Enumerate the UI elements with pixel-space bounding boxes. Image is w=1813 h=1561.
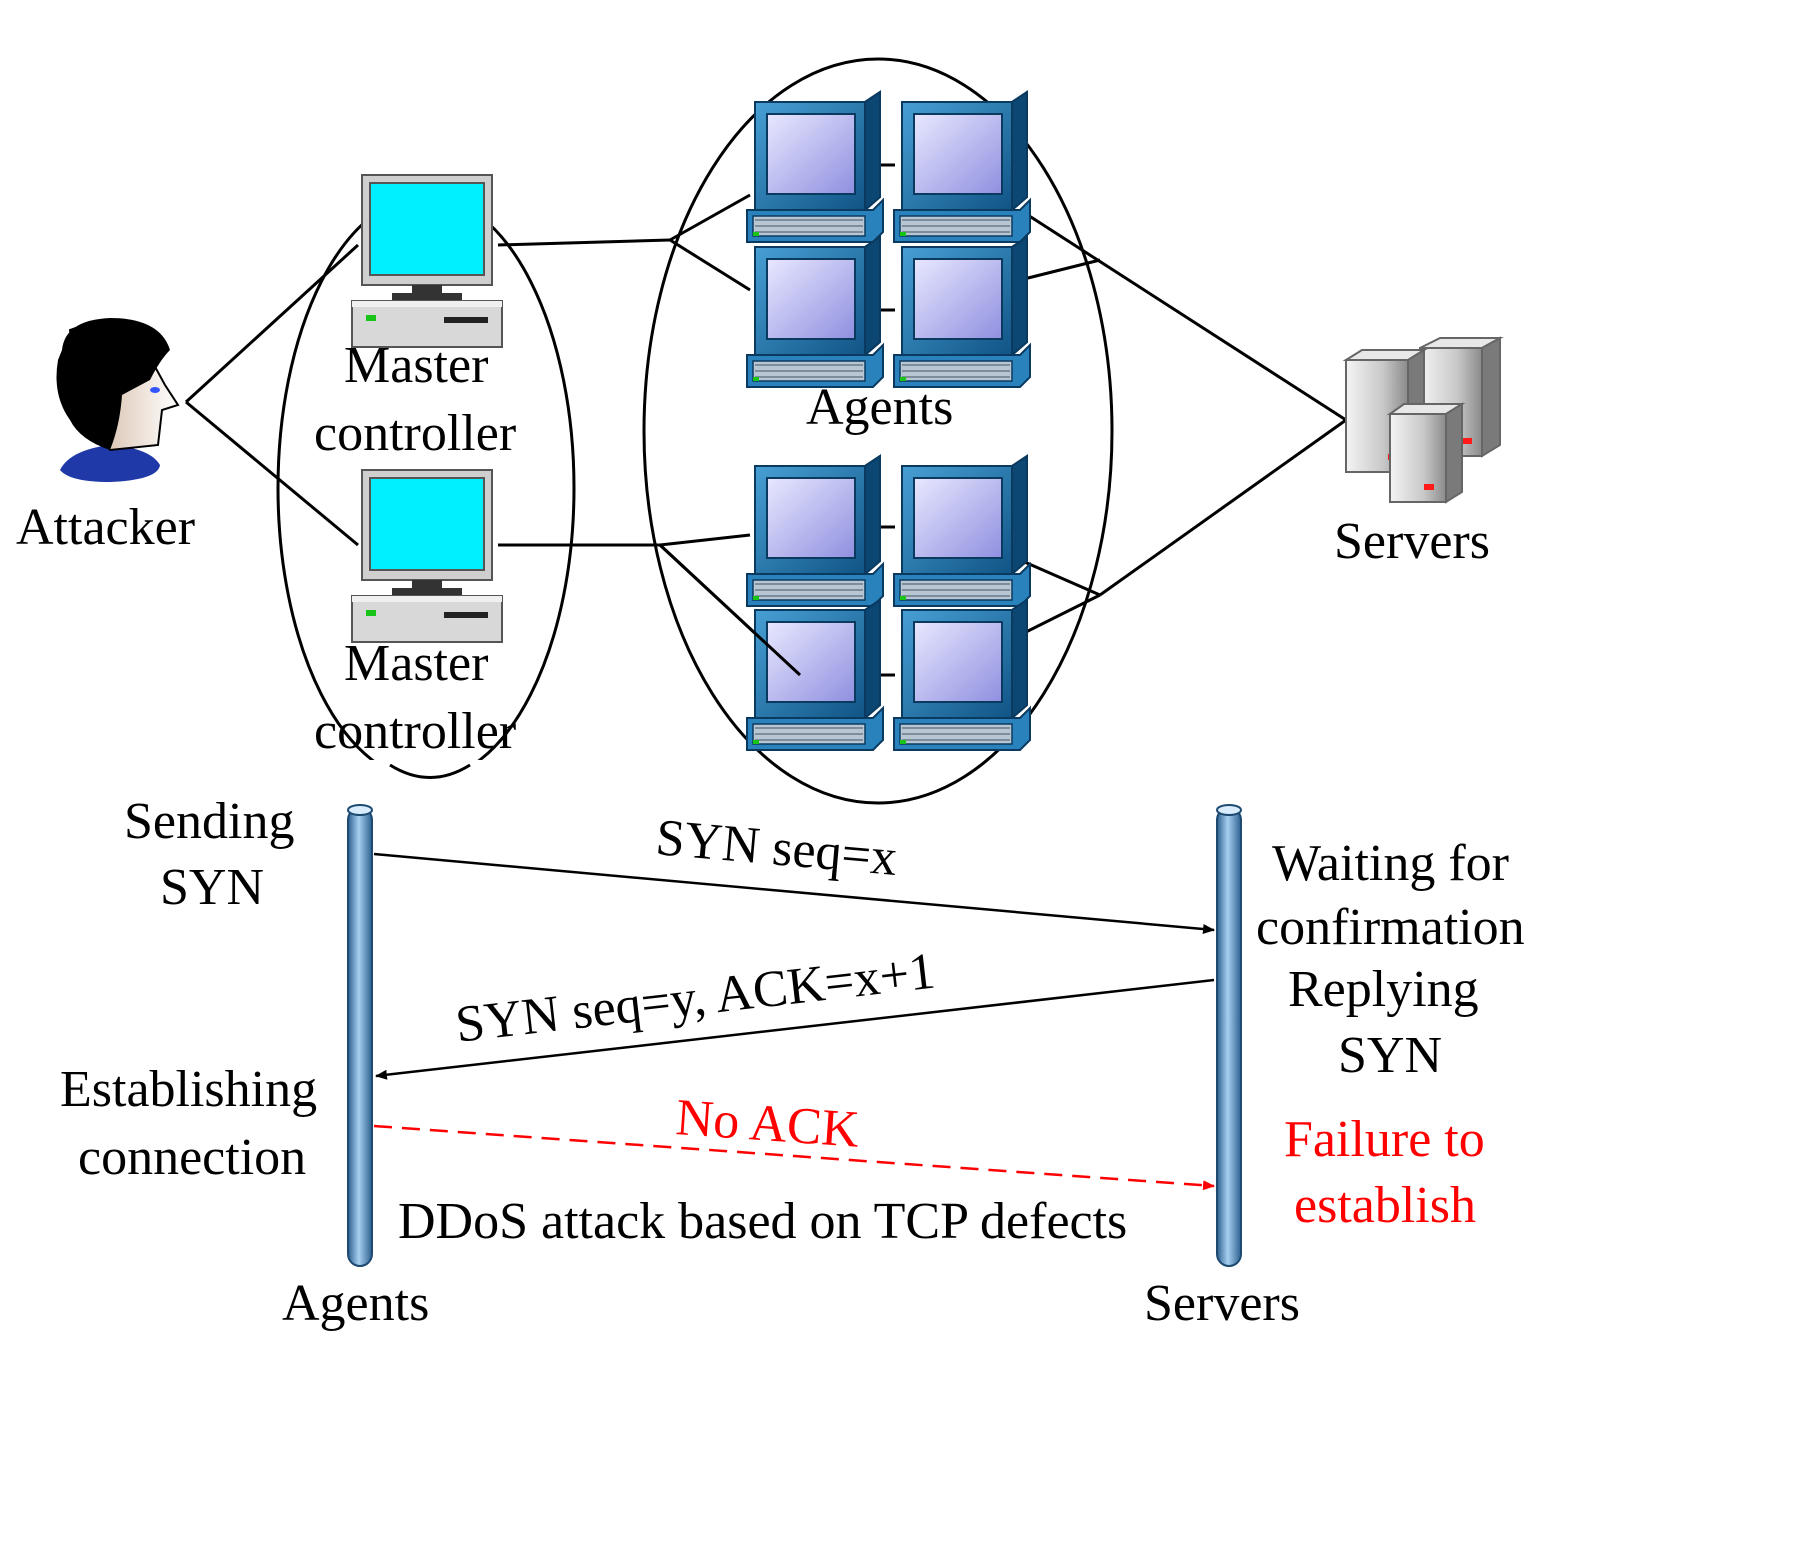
agent-computer-icon bbox=[893, 91, 1031, 243]
master-controller-icon-top bbox=[351, 174, 503, 348]
failure-label-line2: establish bbox=[1294, 1177, 1476, 1234]
agent-computer-icon bbox=[746, 91, 884, 243]
no-ack-message-label: No ACK bbox=[674, 1089, 862, 1159]
agents-lifeline bbox=[347, 804, 373, 1267]
master-controller-label-bottom-line2: controller bbox=[314, 703, 517, 760]
servers-cluster-label: Servers bbox=[1334, 513, 1490, 570]
replying-label-line1: Replying bbox=[1288, 961, 1479, 1018]
agent-computer-icon bbox=[746, 599, 884, 751]
failure-label-line1: Failure to bbox=[1284, 1111, 1485, 1168]
replying-label-line2: SYN bbox=[1338, 1027, 1443, 1084]
agent-computer-icon bbox=[746, 455, 884, 607]
establishing-label-line2: connection bbox=[78, 1129, 307, 1186]
agent-computer-icon bbox=[893, 236, 1031, 388]
servers-axis-label: Servers bbox=[1144, 1275, 1300, 1332]
servers-lifeline bbox=[1216, 804, 1242, 1267]
agent-computer-icon bbox=[893, 599, 1031, 751]
synack-arrow bbox=[375, 978, 1215, 1080]
master-controller-label-top-line1: Master bbox=[344, 337, 489, 394]
agent-computer-icon bbox=[893, 455, 1031, 607]
servers-icon bbox=[1342, 336, 1504, 504]
attacker-icon bbox=[56, 318, 180, 482]
master-controller-label-top-line2: controller bbox=[314, 405, 517, 462]
waiting-label-line2: confirmation bbox=[1256, 899, 1525, 956]
no-ack-arrow bbox=[373, 1124, 1215, 1191]
waiting-label-line1: Waiting for bbox=[1272, 835, 1509, 892]
master-controller-icon-bottom bbox=[351, 469, 503, 643]
sending-syn-label-line2: SYN bbox=[160, 859, 265, 916]
agents-group-ellipse bbox=[642, 57, 1114, 805]
sending-syn-label-line1: Sending bbox=[124, 793, 295, 850]
agents-cluster-label: Agents bbox=[806, 379, 954, 436]
master-controller-label-bottom-line1: Master bbox=[344, 635, 489, 692]
attacker-label: Attacker bbox=[16, 499, 196, 556]
diagram-caption: DDoS attack based on TCP defects bbox=[398, 1193, 1128, 1250]
ellipse-bottom-arc bbox=[389, 763, 471, 779]
agent-computer-icon bbox=[746, 236, 884, 388]
syn-arrow bbox=[373, 852, 1215, 934]
agents-axis-label: Agents bbox=[282, 1275, 430, 1332]
establishing-label-line1: Establishing bbox=[60, 1061, 318, 1118]
